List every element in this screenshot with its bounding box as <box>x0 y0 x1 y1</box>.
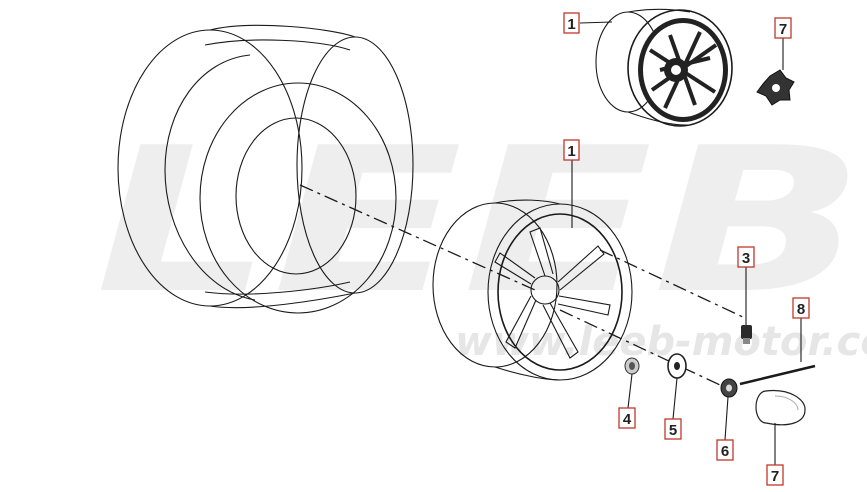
watermark-url: www.leeb-motor.com <box>455 319 867 365</box>
hub-nut <box>720 378 738 398</box>
label-1-main: 1 <box>563 139 580 161</box>
label-5: 5 <box>664 418 682 440</box>
label-7-bottom: 7 <box>766 464 784 486</box>
svg-text:4: 4 <box>623 411 632 428</box>
washer <box>667 353 687 379</box>
label-3: 3 <box>737 246 755 268</box>
small-nut <box>624 357 640 375</box>
label-7-top: 7 <box>774 17 792 39</box>
pin <box>739 364 816 386</box>
label-4: 4 <box>618 407 636 429</box>
svg-text:7: 7 <box>779 21 787 38</box>
valve <box>741 325 752 344</box>
watermark-brand: LEEB <box>95 105 865 338</box>
main-rim <box>432 199 633 381</box>
svg-text:3: 3 <box>742 250 750 267</box>
tire <box>117 24 414 314</box>
dome-cap <box>755 389 806 426</box>
axis-line <box>299 184 536 291</box>
svg-text:6: 6 <box>721 443 729 460</box>
label-1-top: 1 <box>563 12 580 34</box>
star-cap <box>756 69 795 106</box>
svg-text:1: 1 <box>567 143 575 160</box>
label-6: 6 <box>716 439 734 461</box>
svg-text:7: 7 <box>771 468 779 485</box>
label-8: 8 <box>792 297 810 319</box>
small-rim <box>595 8 733 127</box>
watermark: LEEB www.leeb-motor.com <box>95 105 867 365</box>
leader-lines <box>571 21 802 465</box>
svg-text:5: 5 <box>669 422 677 439</box>
svg-text:1: 1 <box>567 16 575 33</box>
axis-line-3 <box>559 309 721 386</box>
svg-text:8: 8 <box>797 301 805 318</box>
